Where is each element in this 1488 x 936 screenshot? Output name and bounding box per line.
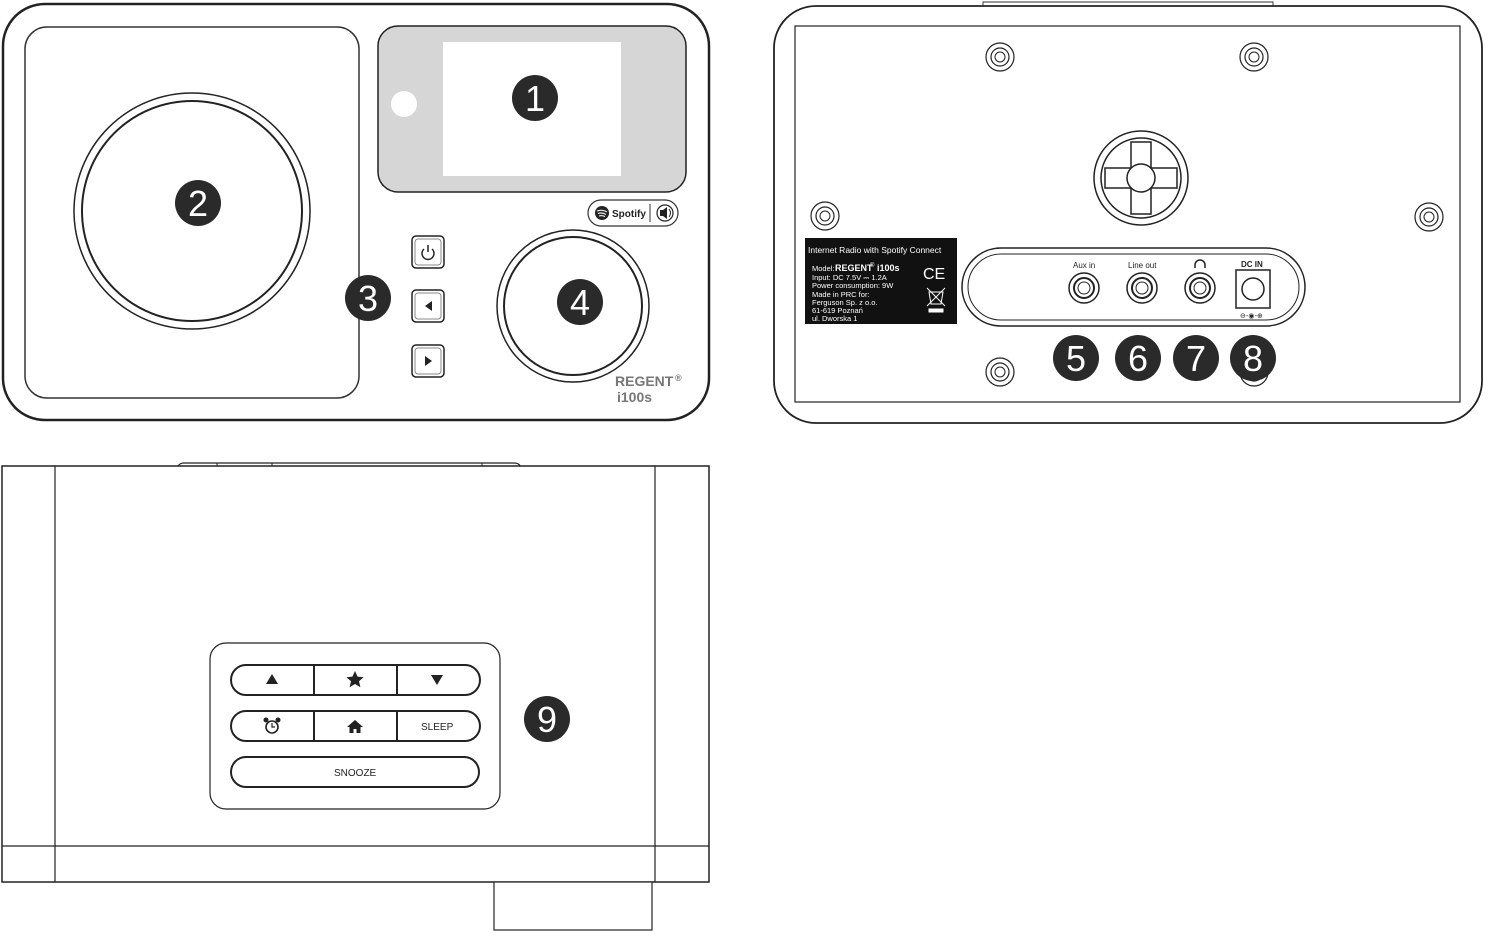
callout-9: 9 bbox=[524, 696, 570, 742]
sleep-button[interactable]: SLEEP bbox=[396, 710, 481, 742]
rating-label: Internet Radio with Spotify Connect Mode… bbox=[805, 238, 957, 324]
callout-5: 5 bbox=[1053, 335, 1099, 381]
label-input: Input: DC 7.5V ⎓ 1.2A bbox=[812, 273, 887, 282]
favourite-button[interactable] bbox=[313, 664, 398, 696]
callout-8: 8 bbox=[1230, 335, 1276, 381]
label-model-brand: REGENT bbox=[835, 263, 873, 273]
spotify-badge bbox=[587, 199, 679, 227]
label-made-in: Made in PRC for: bbox=[812, 290, 870, 299]
callouts: 1 2 3 4 5 6 7 8 9 bbox=[175, 75, 1276, 742]
headphones-icon bbox=[1194, 259, 1206, 268]
ir-sensor bbox=[391, 91, 417, 117]
down-arrow-icon bbox=[431, 675, 443, 685]
star-icon bbox=[346, 671, 364, 688]
callout-3-number: 3 bbox=[358, 278, 378, 319]
screw bbox=[1239, 42, 1269, 72]
label-model-mark: ® bbox=[870, 262, 875, 269]
rear-foot bbox=[493, 881, 653, 931]
power-icon bbox=[421, 245, 435, 261]
home-button[interactable] bbox=[313, 710, 398, 742]
snooze-label: SNOOZE bbox=[334, 768, 377, 779]
line-out-label: Line out bbox=[1128, 261, 1157, 270]
spotify-icon bbox=[595, 206, 609, 220]
alarm-clock-icon bbox=[263, 717, 281, 734]
power-button[interactable] bbox=[411, 235, 445, 269]
sleep-label: SLEEP bbox=[421, 722, 454, 733]
screw bbox=[1414, 202, 1444, 232]
label-company: Ferguson Sp. z o.o. bbox=[812, 298, 877, 307]
callout-9-number: 9 bbox=[537, 699, 557, 740]
front-view: Spotify REGENT bbox=[1, 2, 711, 422]
screw bbox=[985, 42, 1015, 72]
callout-2: 2 bbox=[175, 180, 221, 226]
callout-1-number: 1 bbox=[525, 78, 545, 119]
ce-mark: CE bbox=[923, 266, 945, 283]
callout-1: 1 bbox=[512, 75, 558, 121]
down-button[interactable] bbox=[396, 664, 481, 696]
dc-in-label: DC IN bbox=[1241, 260, 1263, 269]
left-button[interactable] bbox=[411, 289, 445, 323]
callout-3: 3 bbox=[345, 275, 391, 321]
right-arrow-icon bbox=[425, 356, 432, 366]
dc-polarity: ⊖-◉-⊕ bbox=[1240, 312, 1263, 320]
callout-2-number: 2 bbox=[188, 183, 208, 224]
snooze-button[interactable]: SNOOZE bbox=[230, 756, 480, 788]
left-arrow-icon bbox=[425, 301, 432, 311]
label-model-name: i100s bbox=[877, 263, 900, 273]
brand-name: REGENT bbox=[615, 373, 674, 389]
callout-7-number: 7 bbox=[1186, 338, 1206, 379]
screw bbox=[810, 201, 840, 231]
brand-mark: ® bbox=[675, 373, 682, 383]
up-arrow-icon bbox=[266, 674, 278, 684]
headphone-jack[interactable] bbox=[1184, 272, 1216, 304]
callout-8-number: 8 bbox=[1243, 338, 1263, 379]
label-street: ul. Dworska 1 bbox=[812, 314, 857, 323]
callout-4-number: 4 bbox=[570, 282, 590, 323]
screw bbox=[985, 357, 1015, 387]
line-out-jack[interactable] bbox=[1126, 272, 1158, 304]
callout-6: 6 bbox=[1115, 335, 1161, 381]
callout-6-number: 6 bbox=[1128, 338, 1148, 379]
callout-4: 4 bbox=[557, 279, 603, 325]
callout-5-number: 5 bbox=[1066, 338, 1086, 379]
alarm-button[interactable] bbox=[230, 710, 315, 742]
label-postal: 61-619 Poznań bbox=[812, 306, 863, 315]
aux-in-jack[interactable] bbox=[1068, 272, 1100, 304]
label-power: Power consumption: 9W bbox=[812, 281, 894, 290]
label-title: Internet Radio with Spotify Connect bbox=[808, 245, 942, 255]
right-button[interactable] bbox=[411, 344, 445, 378]
brand-model: i100s bbox=[617, 389, 652, 405]
bass-port bbox=[1093, 130, 1189, 226]
weee-bin-icon bbox=[926, 287, 946, 313]
spotify-text: Spotify bbox=[612, 209, 646, 220]
label-model-prefix: Model: bbox=[812, 264, 835, 273]
home-icon bbox=[347, 720, 363, 733]
speaker-icon bbox=[656, 204, 674, 222]
callout-7: 7 bbox=[1173, 335, 1219, 381]
dc-in-socket[interactable] bbox=[1235, 269, 1271, 309]
aux-in-label: Aux in bbox=[1073, 261, 1095, 270]
up-button[interactable] bbox=[230, 664, 315, 696]
top-view: SLEEP SNOOZE bbox=[1, 462, 710, 931]
